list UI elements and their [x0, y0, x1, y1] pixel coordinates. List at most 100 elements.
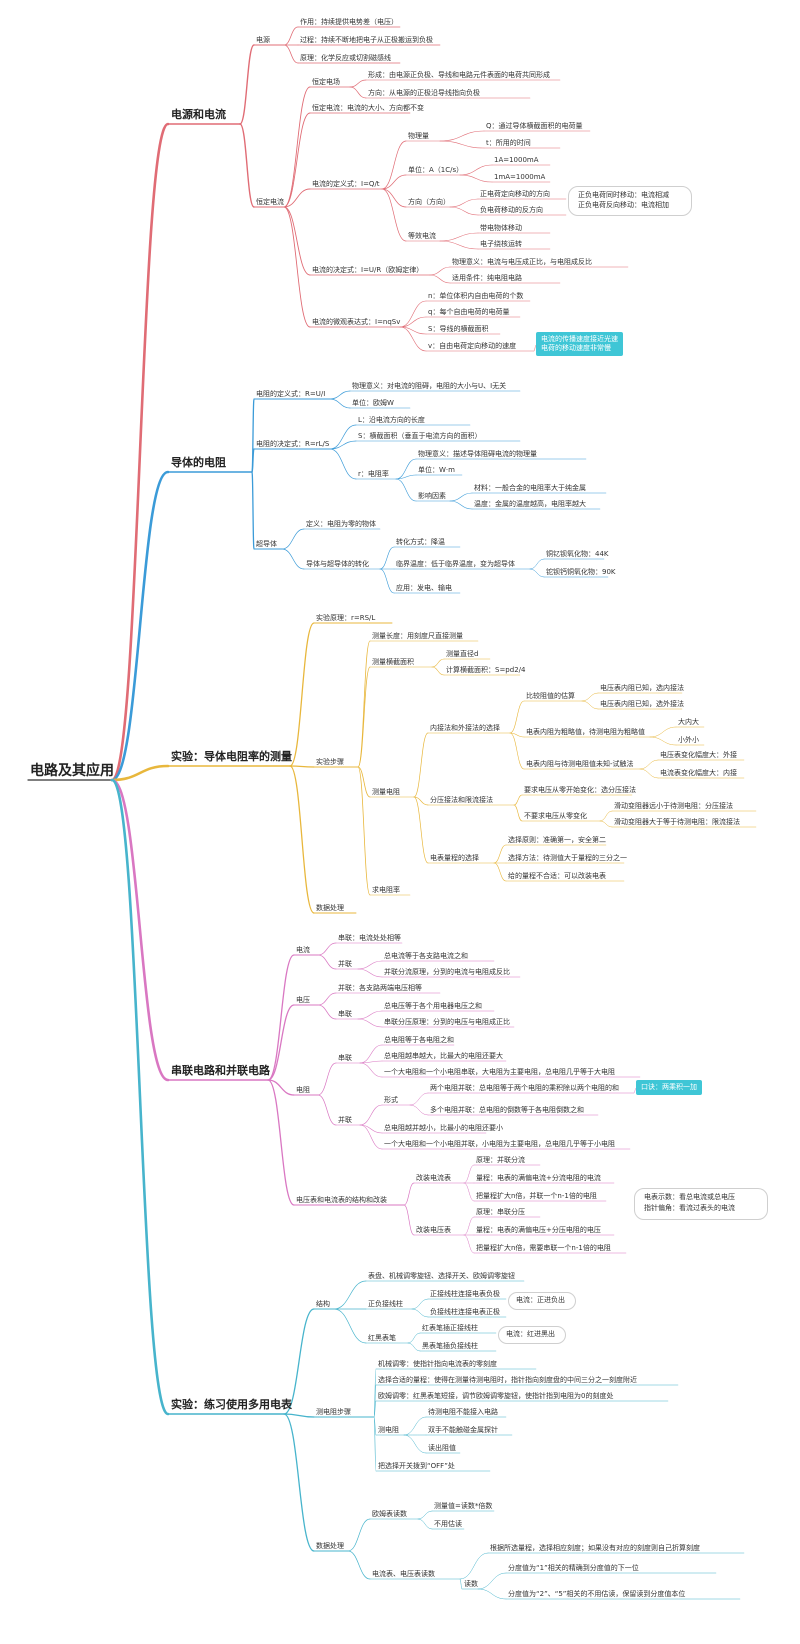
branch-connector: [381, 174, 407, 190]
node-unit-2: 1mA=1000mA: [494, 173, 546, 181]
branch-connector: [409, 1092, 429, 1106]
note-direction-2: 正负电荷反向移动：电流相加: [578, 201, 669, 209]
branch-connector: [329, 390, 351, 400]
node-meter-modification: 电压表和电流表的结构和改装: [296, 1196, 387, 1204]
branch-connector: [599, 820, 613, 828]
node-reading-2: 分度值为“2”、“5”相关的不用估读，保留读到分度值本位: [508, 1590, 686, 1598]
branch-connector: [493, 844, 507, 864]
branch-connector: [317, 1062, 337, 1096]
node-power-process: 过程：持续不断地把电子从正极搬运到负极: [300, 36, 433, 44]
branch-connector: [411, 1308, 429, 1318]
branch-connector: [493, 862, 507, 882]
node-range-unsuitable: 给的量程不合适：可以改装电表: [508, 872, 606, 880]
branch-connector: [639, 768, 659, 779]
node-rheostat-small: 滑动变阻器远小于待测电阻：分压接法: [614, 802, 733, 810]
root-to-branch-5: [110, 778, 170, 1416]
node-temperature: 温度：金属的温度越高，电阻率越大: [474, 500, 586, 508]
branch-connector: [439, 140, 485, 149]
node-sc-definition: 定义：电阻为零的物体: [306, 520, 376, 528]
node-thallium-oxide: 铊钡钙铜氧化物：90K: [546, 568, 616, 576]
node-range-selection: 电表量程的选择: [430, 854, 479, 862]
branch-connector: [283, 206, 311, 328]
note-frame-terminal: [508, 1292, 576, 1310]
root-to-branch-1: [110, 122, 170, 782]
node-parallel-current-2: 并联分流原理，分到的电流与电阻成反比: [384, 968, 510, 976]
node-selection-method: 选择方法：待测值大于量程的三分之一: [508, 854, 627, 862]
branch-connector: [413, 796, 429, 806]
branch-connector: [317, 1094, 337, 1126]
branch-connector: [581, 692, 599, 702]
branch-connector: [409, 1104, 429, 1116]
node-black-probe: 黑表笔插负接线柱: [422, 1342, 478, 1350]
branch-connector: [333, 1308, 367, 1344]
branch-connector: [357, 960, 383, 970]
branch-connector: [509, 732, 525, 738]
branch-power-and-current: 电源和电流: [171, 108, 226, 121]
node-measure-diameter: 测量直径d: [446, 650, 479, 658]
branch-connector: [359, 1124, 383, 1134]
branch-connector: [359, 1104, 383, 1126]
branch-connector: [439, 240, 479, 250]
node-constant-field: 恒定电场: [312, 78, 340, 86]
node-ohm-condition: 适用条件：纯电阻电路: [452, 274, 522, 282]
node-exp-data: 数据处理: [316, 904, 344, 912]
node-series-voltage: 串联: [338, 1010, 352, 1018]
node-resistance-steps: 测电阻步骤: [316, 1408, 351, 1416]
branch-connector: [429, 266, 451, 276]
branch-connector: [349, 79, 367, 88]
branch-connector: [513, 794, 523, 806]
branch-connector: [357, 766, 371, 798]
node-micro-expression: 电流的微观表达式：I=nqSv: [312, 318, 401, 326]
note-direction-1: 正负电荷同时移动：电流相减: [578, 191, 669, 199]
node-rough-value: 电表内阻为粗略值，待测电阻为粗略值: [526, 728, 645, 736]
node-outer-method: 电压表内阻已知，选外接法: [600, 700, 684, 708]
branch-connector: [395, 458, 417, 480]
node-modify-ammeter: 改装电流表: [416, 1174, 451, 1182]
node-power-principle: 原理：化学反应或切割磁感线: [300, 54, 391, 62]
node-meter-reading: 电流表、电压表读数: [372, 1570, 435, 1578]
node-parallel-resistance: 并联: [338, 1116, 352, 1124]
node-factors: 影响因素: [418, 492, 446, 500]
node-not-zero: 不要求电压从零变化: [524, 812, 587, 820]
node-inner-outer: 内接法和外接法的选择: [430, 724, 500, 732]
branch-resistivity-experiment: 实验：导体电阻率的测量: [171, 750, 292, 763]
branch-connector: [283, 1308, 315, 1415]
branch-connector: [459, 1552, 489, 1580]
node-choose-range: 选择合适的量程：使得在测量待测电阻时，指针指向刻度盘的中间三分之一刻度附近: [378, 1376, 637, 1384]
branch-connector: [333, 1280, 367, 1310]
node-trial-touch: 电表内阻与待测电阻值未知-试触法: [526, 760, 634, 768]
node-series-resistance-2: 总电阻越串越大，比最大的电阻还要大: [384, 1052, 503, 1060]
branch-connector: [649, 726, 677, 738]
branch-connector: [267, 954, 295, 1081]
branch-connector: [417, 1518, 433, 1530]
node-parallel-resistance-2: 总电阻越并越小，比最小的电阻还要小: [384, 1124, 503, 1132]
node-selection-principle: 选择原则：准确第一，安全第二: [508, 836, 606, 844]
node-series-resistance: 串联: [338, 1054, 352, 1062]
branch-connector: [381, 188, 407, 208]
node-probes: 红黑表笔: [368, 1334, 396, 1342]
branch-connector: [513, 804, 523, 822]
node-voltmeter-expand: 把量程扩大n倍，需要串联一个n-1倍的电阻: [476, 1244, 611, 1252]
node-ohmmeter-reading: 欧姆表读数: [372, 1510, 407, 1518]
branch-connector: [449, 206, 479, 216]
node-superconductor: 超导体: [256, 540, 277, 548]
node-off: 把选择开关拨到“OFF”处: [378, 1462, 455, 1470]
node-parallel-voltage: 并联：各支路两端电压相等: [338, 984, 422, 992]
branch-connector: [407, 1332, 421, 1344]
branch-connector: [357, 1018, 383, 1028]
branch-connector: [581, 700, 599, 710]
branch-connector: [373, 1416, 377, 1472]
branch-connector: [359, 1060, 383, 1064]
highlight-speed-2: 电荷的移动速度非常慢: [541, 344, 611, 352]
node-exp-steps: 实验步骤: [316, 758, 344, 766]
branch-connector: [379, 568, 395, 594]
branch-connector: [357, 666, 371, 768]
note-probe: 电流：红进黑出: [506, 1330, 555, 1338]
node-ohm-zero: 欧姆调零：红黑表笔短接，调节欧姆调零旋钮，使指针指到电阻为0的刻度处: [378, 1392, 614, 1400]
branch-connector: [329, 448, 357, 480]
note-terminal: 电流：正进负出: [516, 1296, 565, 1304]
branch-connector: [357, 766, 371, 896]
branch-connector: [379, 546, 395, 570]
highlight-speed-1: 电流的传播速度接近光速: [541, 335, 618, 343]
